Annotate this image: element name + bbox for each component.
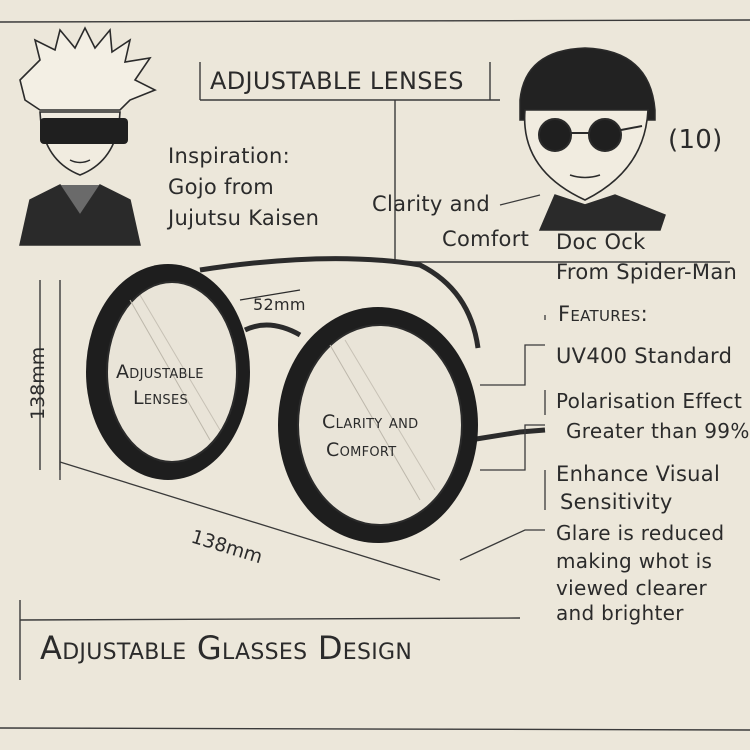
doc-ock-line2: From Spider-Man (556, 260, 738, 284)
doc-ock-portrait (519, 47, 666, 231)
feature-enhance-line1: Enhance Visual (556, 462, 721, 486)
left-lens-frame (86, 264, 250, 480)
feature-glare-line3: viewed clearer (556, 576, 708, 600)
feature-polarisation-line2: Greater than 99% (566, 419, 750, 443)
doc-ock-line1: Doc Ock (556, 230, 646, 254)
page-number: (10) (668, 125, 723, 155)
height-dimension: 138mm (27, 347, 49, 420)
frame-lines (0, 19, 750, 731)
feature-enhance-line2: Sensitivity (560, 490, 673, 514)
feature-polarisation-line1: Polarisation Effect (556, 389, 743, 413)
feature-glare-line1: Glare is reduced (556, 521, 725, 545)
width-dimension: 138mm (189, 526, 266, 568)
feature-uv400: UV400 Standard (556, 344, 733, 368)
features-heading: Features: (558, 302, 648, 326)
bridge-dimension: 52mm (253, 295, 306, 314)
right-lens-label-line1: Clarity and (322, 411, 419, 433)
feature-glare-line2: making whot is (556, 549, 713, 573)
right-lens-frame (278, 307, 478, 543)
inspiration-line1: Gojo from (168, 175, 275, 199)
inspiration-line2: Jujutsu Kaisen (168, 206, 320, 230)
main-title: Adjustable Glasses Design (40, 629, 413, 667)
feature-glare-line4: and brighter (556, 601, 684, 625)
inspiration-label: Inspiration: (168, 144, 291, 168)
clarity-side-line2: Comfort (442, 227, 530, 251)
gojo-portrait (19, 26, 157, 246)
glasses-sketch (59, 194, 546, 581)
top-title: ADJUSTABLE LENSES (210, 67, 464, 95)
left-lens-label-line1: Adjustable (116, 361, 204, 383)
left-lens-label-line2: Lenses (133, 387, 189, 409)
right-lens-label-line2: Comfort (326, 439, 397, 461)
clarity-side-line1: Clarity and (372, 192, 490, 216)
